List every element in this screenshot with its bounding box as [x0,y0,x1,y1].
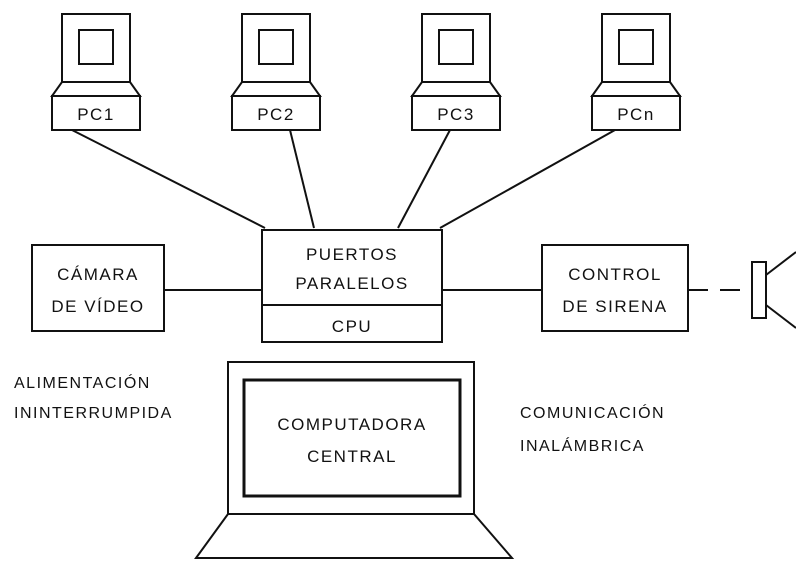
pc-icon-1 [50,13,142,131]
pc-label-3: PC3 [437,105,475,124]
pc-label-1: PC1 [77,105,115,124]
ports-label-line1: PUERTOS [306,245,398,264]
power-label-line2: ININTERRUMPIDA [14,405,173,422]
camera-label-line2: DE VÍDEO [51,297,144,316]
central-computer-icon [194,361,515,559]
power-label-line1: ALIMENTACIÓN [14,373,151,392]
siren-label-line2: DE SIRENA [562,297,667,316]
siren-box [541,244,689,332]
pc-icon-2 [230,13,322,131]
pc-connections [71,129,616,229]
ports-label-line2: PARALELOS [295,274,408,293]
wireless-label-line2: INALÁMBRICA [520,436,645,455]
siren-label-line1: CONTROL [568,265,662,284]
pc-icon-3 [410,13,502,131]
pc-icon-n [590,13,682,131]
cpu-label: CPU [332,317,372,336]
speaker-icon [751,251,796,329]
camera-label-line1: CÁMARA [57,265,139,284]
wireless-label-line1: COMUNICACIÓN [520,403,665,422]
central-computer-label-line1: COMPUTADORA [277,415,426,434]
camera-box [31,244,165,332]
pc-label-n: PCn [617,105,655,124]
ports-cpu-box [261,229,443,343]
pc-label-2: PC2 [257,105,295,124]
central-computer-label-line2: CENTRAL [307,447,397,466]
